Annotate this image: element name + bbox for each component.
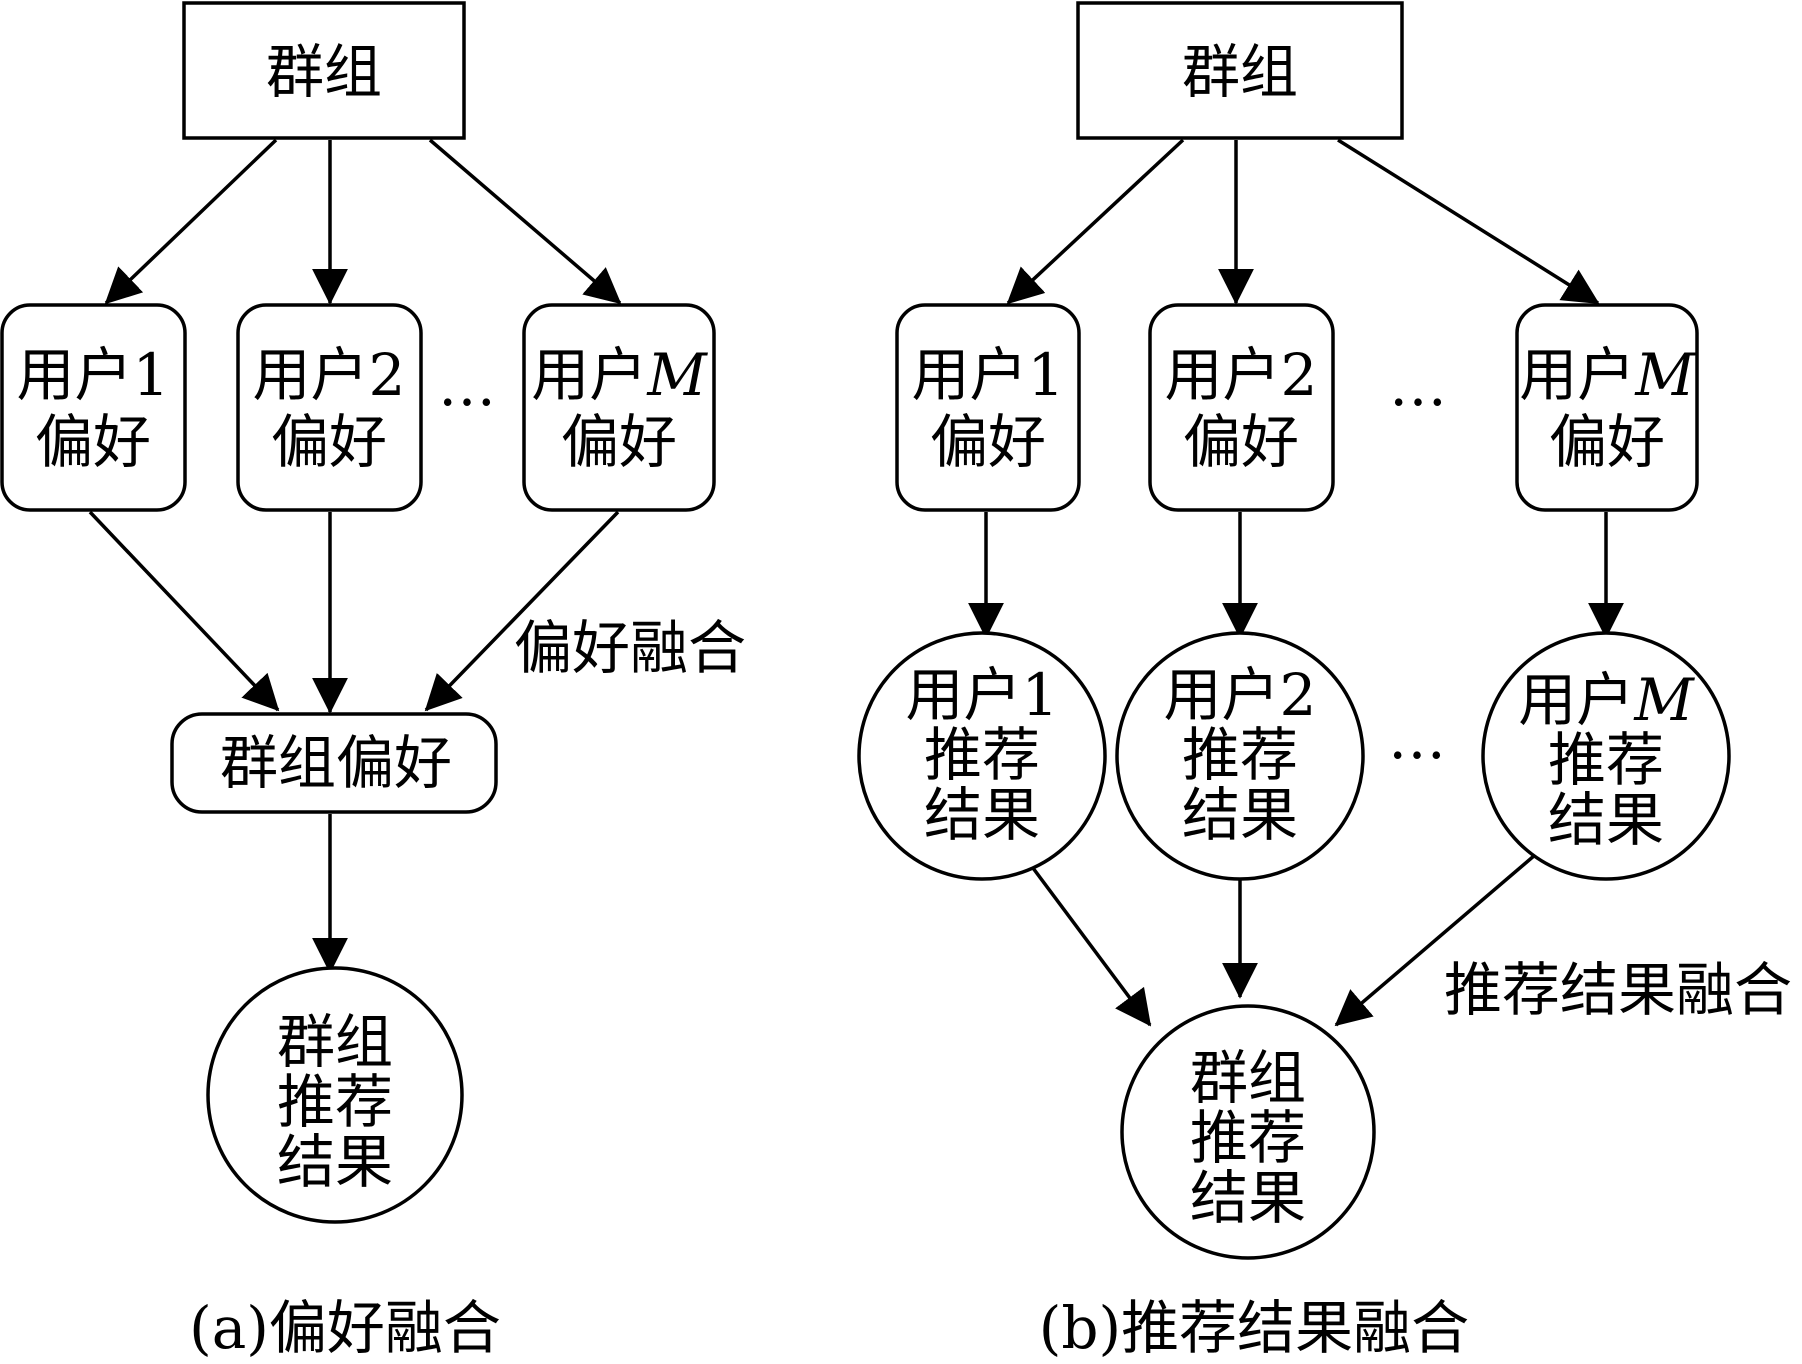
group-result-line1-a: 群组: [277, 1008, 393, 1076]
userM-pref-b: [1515, 303, 1699, 512]
group-result-circle-b: [1120, 1004, 1376, 1260]
ellipsis-b-mid: …: [1388, 704, 1446, 772]
edge-a-userM-grouppref: [424, 510, 620, 712]
edge-a-group-user1: [104, 138, 278, 305]
caption-a: (a)偏好融合: [189, 1294, 501, 1362]
edge-b-group-pref1: [1006, 138, 1185, 305]
group-result-line3-b: 结果: [1190, 1164, 1306, 1232]
userM-rec-line3: 结果: [1548, 786, 1664, 854]
edge-b-recM-result: [1334, 853, 1537, 1027]
user2-pref-b: [1148, 303, 1335, 512]
userM-pref-line2-b: 偏好: [1549, 408, 1665, 476]
group-result-line2-b: 推荐: [1190, 1104, 1306, 1172]
group-result-line3-a: 结果: [277, 1128, 393, 1196]
user2-pref-line2-b: 偏好: [1183, 408, 1299, 476]
edge-b-rec1-result: [1028, 862, 1152, 1027]
ellipsis-a: …: [438, 351, 496, 419]
user1-rec-line2: 推荐: [924, 721, 1040, 789]
group-box-b: [1076, 1, 1404, 140]
result-fusion-label: 推荐结果融合: [1444, 956, 1792, 1024]
userM-pref-line2-a: 偏好: [561, 408, 677, 476]
userM-rec-line1: 用户M: [1518, 666, 1695, 734]
user1-rec-line1: 用户1: [906, 661, 1059, 729]
userM-pref-line1-a: 用户M: [531, 341, 708, 409]
userM-pref-line1-b: 用户M: [1519, 341, 1696, 409]
edge-a-group-userM: [428, 138, 622, 305]
edge-b-group-prefM: [1337, 138, 1600, 305]
diagram-a: 群组 用户1 偏好 用户2 偏好 … 用户M 偏好 偏好融合 群组偏好 群组 推…: [0, 1, 746, 1362]
user1-pref-b: [895, 303, 1081, 512]
user2-rec-line3: 结果: [1182, 781, 1298, 849]
user1-pref-line1-a: 用户1: [17, 341, 170, 409]
group-label-a: 群组: [266, 38, 382, 106]
user1-pref-line2-a: 偏好: [35, 408, 151, 476]
preference-fusion-label: 偏好融合: [514, 614, 746, 682]
user2-rec-line2: 推荐: [1182, 721, 1298, 789]
caption-b: (b)推荐结果融合: [1039, 1294, 1469, 1362]
user1-rec-circle: [857, 631, 1107, 881]
group-result-line1-b: 群组: [1190, 1044, 1306, 1112]
diagram-b: 群组 用户1 偏好 用户2 偏好 … 用户M 偏好 用户1 推荐 结果 用户2 …: [857, 1, 1792, 1362]
group-pref-label: 群组偏好: [220, 729, 452, 797]
ellipsis-b-top: …: [1389, 351, 1447, 419]
userM-rec-line2: 推荐: [1548, 726, 1664, 794]
user2-rec-line1: 用户2: [1164, 661, 1317, 729]
group-result-line2-a: 推荐: [277, 1068, 393, 1136]
user2-pref-line2-a: 偏好: [271, 408, 387, 476]
user2-pref-line1-b: 用户2: [1165, 341, 1318, 409]
user2-pref-line1-a: 用户2: [253, 341, 406, 409]
user1-rec-line3: 结果: [924, 781, 1040, 849]
user2-pref-a: [236, 303, 423, 512]
group-box-a: [182, 1, 466, 140]
userM-pref-a: [522, 303, 716, 512]
user1-pref-a: [0, 303, 187, 512]
group-label-b: 群组: [1182, 38, 1298, 106]
group-pref-box: [170, 712, 498, 814]
userM-rec-circle: [1481, 631, 1731, 881]
edge-a-user1-grouppref: [88, 510, 280, 712]
user2-rec-circle: [1115, 631, 1365, 881]
user1-pref-line2-b: 偏好: [930, 408, 1046, 476]
user1-pref-line1-b: 用户1: [912, 341, 1065, 409]
group-result-circle-a: [206, 966, 464, 1224]
